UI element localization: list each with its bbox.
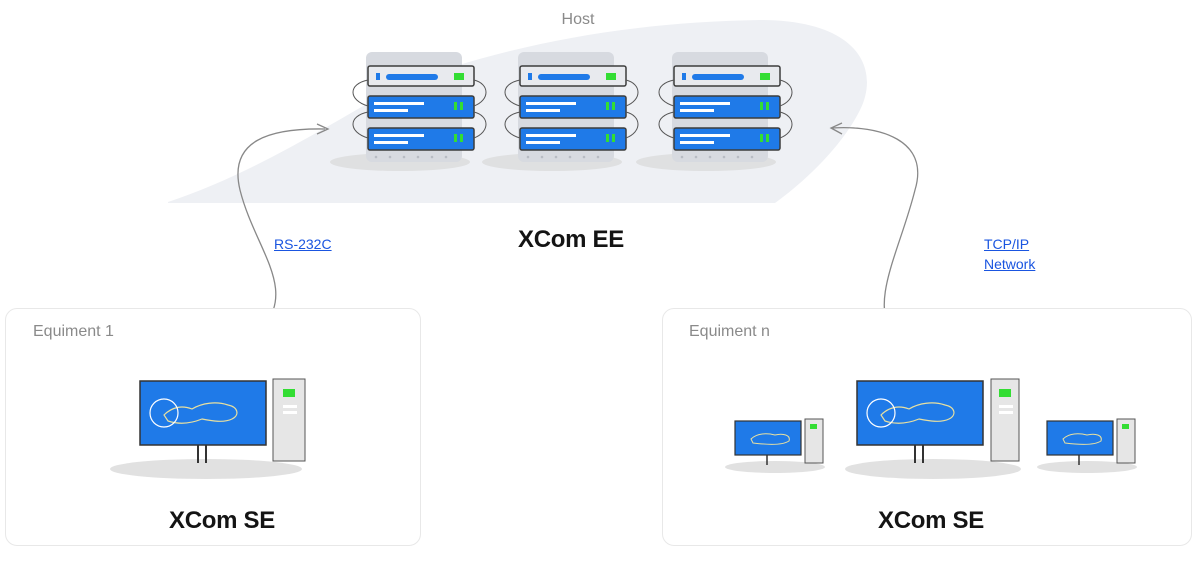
workstation-icon — [845, 378, 1021, 479]
equipment-n-label: Equiment n — [689, 323, 770, 340]
equipment-1-card: Equiment 1 XCom SE — [5, 308, 421, 546]
workstation-small-left-icon — [725, 418, 825, 473]
network-link[interactable]: Network — [984, 256, 1036, 272]
equipment-n-title: XCom SE — [878, 507, 984, 534]
rs232c-link[interactable]: RS-232C — [274, 236, 332, 252]
equipment-n-card: Equiment n XCom SE — [662, 308, 1192, 546]
host-title: XCom EE — [518, 226, 624, 253]
host-label: Host — [561, 11, 595, 28]
workstation-small-right-icon — [1037, 418, 1137, 473]
tcp-ip-link[interactable]: TCP/IP — [984, 236, 1030, 252]
equipment-1-label: Equiment 1 — [33, 323, 114, 340]
workstation-icon — [110, 378, 306, 479]
equipment-1-title: XCom SE — [169, 507, 275, 534]
